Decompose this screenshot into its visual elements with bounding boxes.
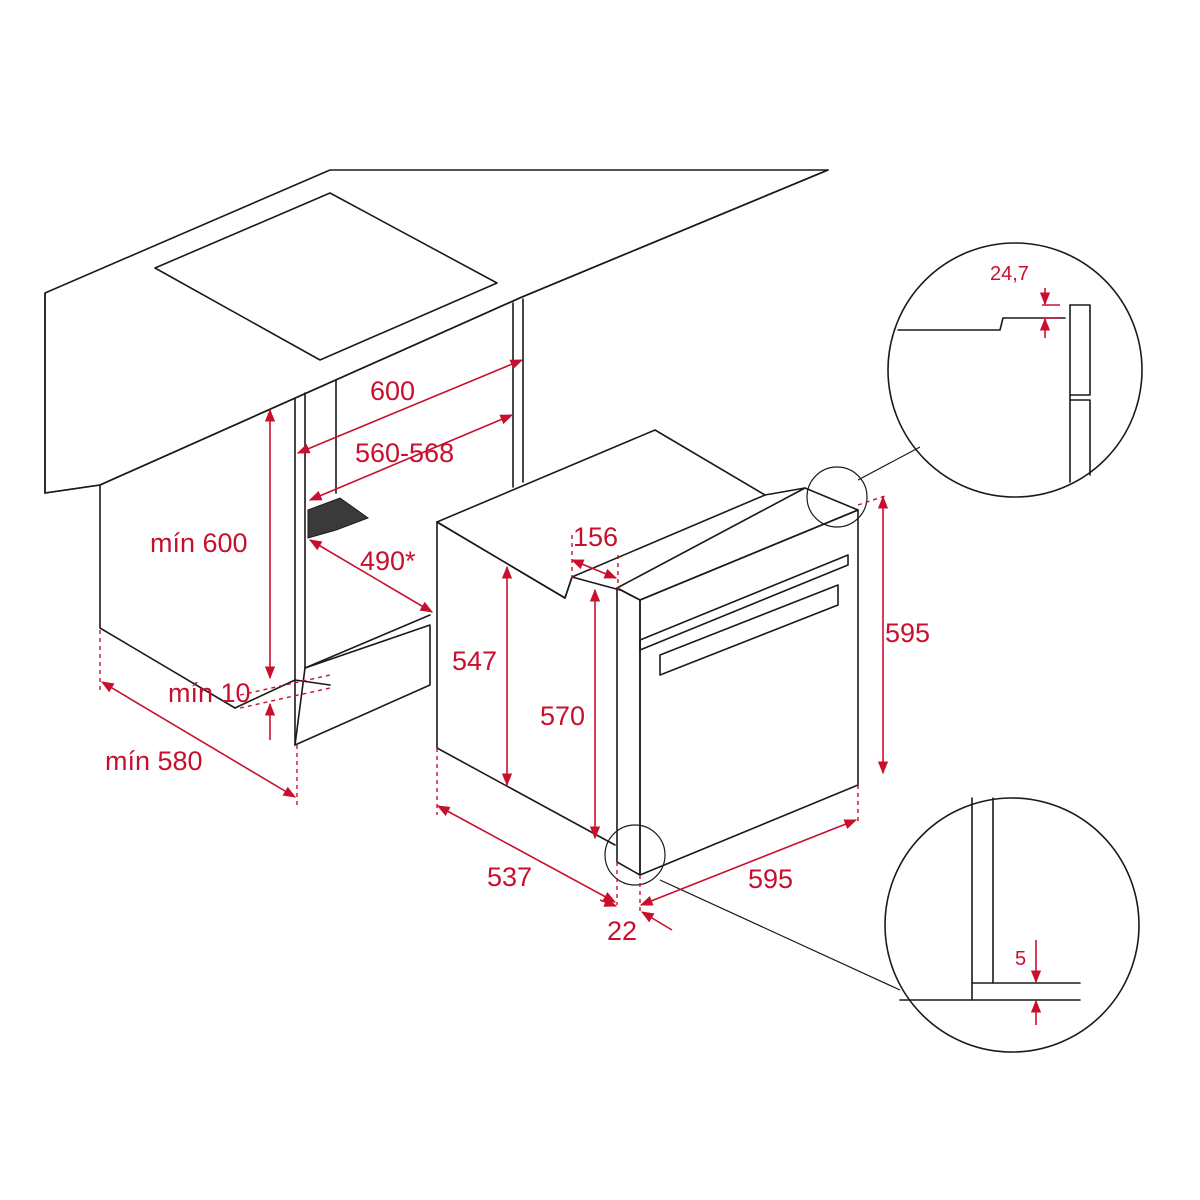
label-oven-body-height: 547 [452, 646, 497, 676]
dimension-cabinet-depth: mín 580 [99, 630, 298, 805]
detail-bottom: 5 [884, 797, 1140, 1053]
label-bottom-gap: mín 10 [168, 678, 251, 708]
dimension-niche-height: mín 600 [150, 408, 276, 680]
oven-front [616, 509, 859, 876]
label-oven-inner-height: 570 [540, 701, 585, 731]
label-oven-depth: 537 [487, 862, 532, 892]
label-detail-bottom-gap: 5 [1015, 948, 1026, 970]
label-oven-height: 595 [885, 618, 930, 648]
ventilation-opening [307, 497, 370, 539]
dimension-front-thickness: 22 [599, 875, 673, 946]
label-oven-depth-top: 156 [573, 522, 618, 552]
cooktop [154, 192, 498, 361]
label-niche-height: mín 600 [150, 528, 248, 558]
dimension-oven-height: 595 [857, 494, 930, 775]
detail-markers [604, 446, 921, 991]
label-oven-width: 595 [748, 864, 793, 894]
dimension-oven-width: 595 [639, 785, 859, 906]
dimension-oven-body-height: 547 [452, 565, 513, 787]
detail-top: 24,7 [887, 242, 1143, 498]
label-cabinet-width: 600 [370, 376, 415, 406]
label-detail-top-gap: 24,7 [990, 263, 1029, 285]
label-niche-depth: 490* [360, 546, 416, 576]
dimension-niche-width: 560-568 [308, 414, 514, 501]
label-niche-width: 560-568 [355, 438, 454, 468]
dimension-oven-depth-top: 156 [570, 522, 619, 590]
dimension-oven-inner-height: 570 [540, 588, 601, 840]
label-cabinet-depth: mín 580 [105, 746, 203, 776]
dimension-niche-depth: 490* [308, 539, 434, 613]
dimension-oven-depth: 537 [436, 748, 618, 905]
label-front-thickness: 22 [607, 916, 637, 946]
dimension-bottom-gap: mín 10 [168, 674, 331, 740]
dimension-cabinet-width: 600 [296, 359, 524, 454]
